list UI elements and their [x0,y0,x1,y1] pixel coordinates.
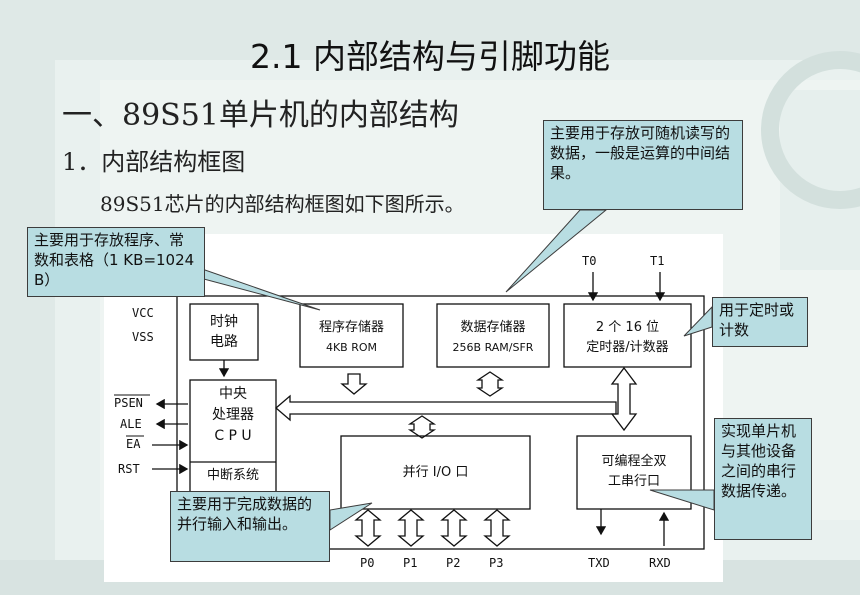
io-callout: 主要用于完成数据的并行输入和输出。 [170,491,330,562]
ram-callout: 主要用于存放可随机读写的数据，一般是运算的中间结果。 [543,120,743,210]
pin-t1: T1 [650,254,665,268]
section-heading: 一、89S51单片机的内部结构 [62,98,459,133]
pin-p3: P3 [489,556,504,570]
chip-outline [176,295,705,550]
timer-callout-tail [683,305,713,337]
clock-label: 时钟电路 [210,314,238,350]
io-box [340,435,531,510]
pin-rst: RST [118,462,140,476]
pin-t0: T0 [582,254,597,268]
serial-callout-tail [649,489,715,511]
pin-txd: TXD [588,556,610,570]
ram-box [436,303,550,368]
ram-callout-tail [505,209,608,293]
pin-p0: P0 [360,556,375,570]
pin-psen: PSEN [114,396,143,410]
parallel-io-label: 并行 I/O 口 [402,465,469,480]
serial-box [576,435,692,510]
serial-label: 可编程全双工串行口 [601,454,667,489]
io-callout-tail [329,502,373,531]
rom-callout: 主要用于存放程序、常数和表格（1 KB=1024 B） [27,227,205,297]
pin-vss: VSS [132,330,154,344]
intro-text: 89S51芯片的内部结构框图如下图所示。 [100,192,465,216]
timer-callout: 用于定时或计数 [712,297,808,347]
pin-ea: EA [126,437,141,451]
rom-box [299,303,404,368]
pin-p2: P2 [446,556,461,570]
timer-label: 2 个 16 位定时器/计数器 [586,320,669,355]
interrupt-label: 中断系统 [206,468,259,483]
serial-callout: 实现单片机与其他设备之间的串行数据传递。 [714,418,812,540]
slide-title: 2.1 内部结构与引脚功能 [250,37,610,76]
pin-vcc: VCC [132,306,154,320]
subsection-heading: 1．内部结构框图 [62,148,246,176]
pin-ale: ALE [120,417,142,431]
timer-box [563,303,692,368]
pin-p1: P1 [403,556,418,570]
pin-rxd: RXD [649,556,671,570]
